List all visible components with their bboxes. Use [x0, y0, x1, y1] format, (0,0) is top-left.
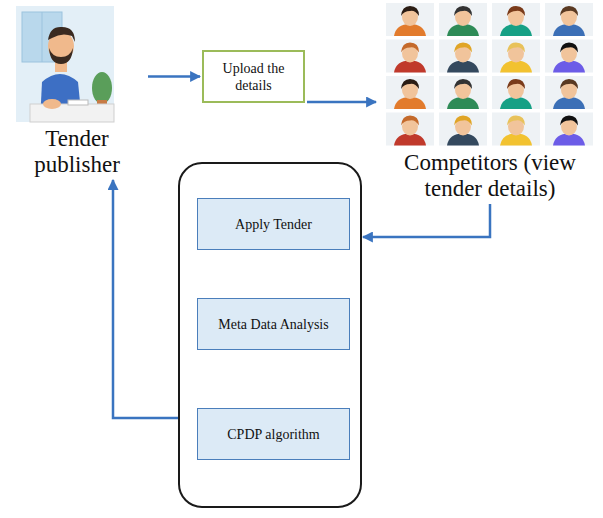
- avatar-icon: [492, 113, 540, 146]
- process-box: CPDP algorithm: [197, 408, 350, 460]
- avatar-icon: [492, 76, 540, 109]
- process-box: Meta Data Analysis: [197, 298, 350, 350]
- avatar-icon: [386, 3, 434, 36]
- competitors-illustration: [386, 3, 593, 146]
- actor-label: Tender publisher: [8, 2, 146, 178]
- avatar-icon: [439, 40, 487, 73]
- flow-arrow: [363, 204, 490, 237]
- avatar-icon: [439, 113, 487, 146]
- node-text: Tender publisher: [8, 126, 146, 178]
- group-container: Apply TenderMeta Data AnalysisCPDP algor…: [178, 162, 362, 508]
- actor-label: Competitors (view tender details): [378, 2, 602, 202]
- avatar-icon: [492, 3, 540, 36]
- avatar-icon: [545, 3, 593, 36]
- avatar-icon: [545, 76, 593, 109]
- avatar-icon: [386, 113, 434, 146]
- node-text: CPDP algorithm: [227, 426, 319, 443]
- avatar-icon: [386, 40, 434, 73]
- node-text: Competitors (view tender details): [378, 150, 602, 202]
- avatar-icon: [545, 40, 593, 73]
- flow-arrow: [307, 101, 376, 104]
- flow-arrow: [148, 75, 200, 78]
- process-box: Upload the details: [202, 50, 305, 103]
- avatar-icon: [439, 3, 487, 36]
- node-text: Apply Tender: [235, 216, 312, 233]
- process-box: Apply Tender: [197, 198, 350, 250]
- publisher-illustration: [16, 6, 114, 122]
- avatar-icon: [439, 76, 487, 109]
- flow-arrow: [113, 180, 178, 418]
- avatar-icon: [492, 40, 540, 73]
- node-text: Upload the details: [210, 60, 297, 94]
- avatar-icon: [545, 113, 593, 146]
- avatar-icon: [386, 76, 434, 109]
- node-text: Meta Data Analysis: [218, 316, 328, 333]
